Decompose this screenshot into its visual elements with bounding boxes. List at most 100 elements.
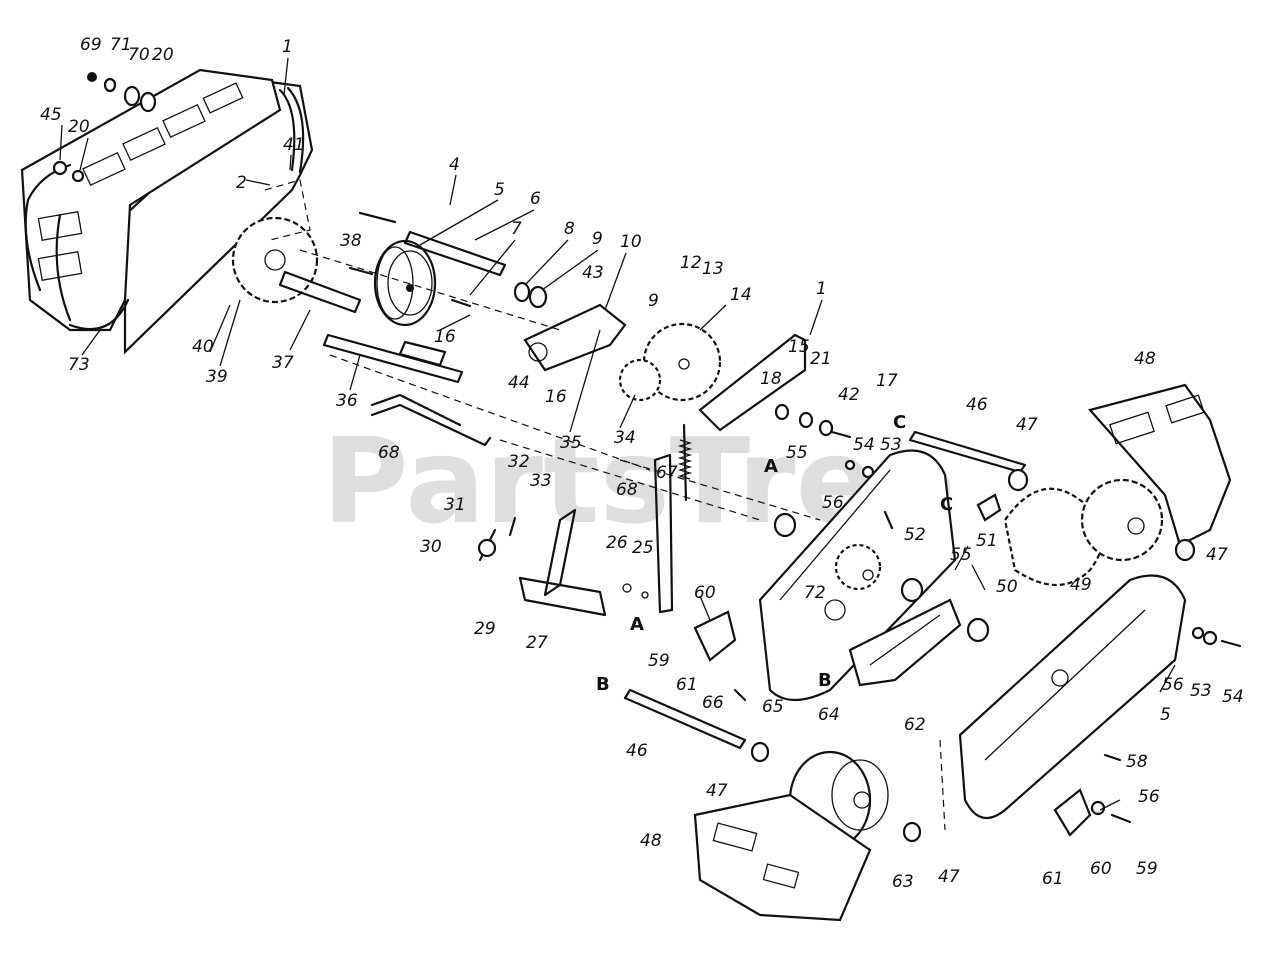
pin-4 xyxy=(358,211,397,224)
crank-68 xyxy=(370,393,492,447)
belt-housing-5 xyxy=(958,574,1187,820)
callout-56-right: 56 xyxy=(1162,675,1184,695)
alignment-lines xyxy=(299,249,946,831)
callout-44: 44 xyxy=(508,373,530,393)
callout-54-right: 54 xyxy=(1222,687,1244,707)
callout-31: 31 xyxy=(444,495,466,515)
callout-56-mid: 56 xyxy=(822,493,844,513)
callout-48-lower: 48 xyxy=(640,831,662,851)
callout-14: 14 xyxy=(730,285,752,305)
callout-7: 7 xyxy=(511,219,522,239)
callout-68-left: 68 xyxy=(378,443,400,463)
callout-48-upper: 48 xyxy=(1134,349,1156,369)
callout-66: 66 xyxy=(702,693,724,713)
shaft-16 xyxy=(398,340,447,367)
bearing-9 xyxy=(528,285,548,309)
callout-15: 15 xyxy=(788,337,810,357)
callout-63: 63 xyxy=(892,872,914,892)
callout-61-mid: 61 xyxy=(676,675,698,695)
callout-52: 52 xyxy=(904,525,926,545)
callout-46-upper: 46 xyxy=(966,395,988,415)
callout-51: 51 xyxy=(976,531,998,551)
callout-60-mid: 60 xyxy=(694,583,716,603)
callout-26: 26 xyxy=(606,533,628,553)
callout-17: 17 xyxy=(876,371,898,391)
callout-29: 29 xyxy=(474,619,496,639)
callout-2: 2 xyxy=(236,173,247,193)
callout-43: 43 xyxy=(582,263,604,283)
ref-letter-c-upper: C xyxy=(893,412,906,433)
callout-42: 42 xyxy=(838,385,860,405)
callout-41: 41 xyxy=(283,135,305,155)
callout-34: 34 xyxy=(614,428,636,448)
callout-47-lower-left: 47 xyxy=(706,781,728,801)
callout-49: 49 xyxy=(1070,575,1092,595)
callout-36: 36 xyxy=(336,391,358,411)
callout-6: 6 xyxy=(530,189,541,209)
callout-40: 40 xyxy=(192,337,214,357)
callout-18: 18 xyxy=(760,369,782,389)
callout-55-right: 55 xyxy=(950,545,972,565)
callout-13: 13 xyxy=(702,259,724,279)
callout-47-upper: 47 xyxy=(1016,415,1038,435)
callout-58: 58 xyxy=(1126,752,1148,772)
callout-39: 39 xyxy=(206,367,228,387)
callout-16-upper: 16 xyxy=(434,327,456,347)
bolt-38 xyxy=(348,266,374,276)
spring-67 xyxy=(677,423,693,502)
callout-1-mid: 1 xyxy=(816,279,827,299)
callout-62: 62 xyxy=(904,715,926,735)
ref-letter-a-lower: A xyxy=(630,614,644,635)
callout-33: 33 xyxy=(530,471,552,491)
callout-56-lower: 56 xyxy=(1138,787,1160,807)
leader-lines xyxy=(59,57,1176,811)
sprocket-34 xyxy=(618,358,662,402)
chain-sprocket-50 xyxy=(1003,478,1164,587)
callout-5-right: 5 xyxy=(1160,705,1171,725)
callout-54-top: 54 xyxy=(853,435,875,455)
tine-48-right xyxy=(1087,383,1232,547)
callout-73: 73 xyxy=(68,355,90,375)
lever-plate xyxy=(653,453,674,614)
callout-27: 27 xyxy=(526,633,548,653)
sprocket-40 xyxy=(231,179,319,304)
callout-55-mid: 55 xyxy=(786,443,808,463)
callout-70: 70 xyxy=(128,45,150,65)
callout-71: 71 xyxy=(110,35,132,55)
callout-9-top: 9 xyxy=(592,229,603,249)
callout-50: 50 xyxy=(996,577,1018,597)
callout-12: 12 xyxy=(680,253,702,273)
bearing-8 xyxy=(513,281,531,303)
callout-16-lower: 16 xyxy=(545,387,567,407)
callout-5: 5 xyxy=(494,180,505,200)
sprocket-72 xyxy=(834,543,882,591)
callout-47-lower: 47 xyxy=(938,867,960,887)
shaft-46-lower xyxy=(623,688,747,750)
callout-20-top: 20 xyxy=(152,45,174,65)
callout-30: 30 xyxy=(420,537,442,557)
left-tine-housing xyxy=(20,68,314,355)
callout-37: 37 xyxy=(272,353,294,373)
misc-hardware xyxy=(622,403,1196,843)
callout-61-lower: 61 xyxy=(1042,869,1064,889)
pulley-5 xyxy=(373,239,437,327)
ref-letter-c-right: C xyxy=(940,494,953,515)
callout-53-top: 53 xyxy=(880,435,902,455)
callout-67: 67 xyxy=(656,463,678,483)
bracket-1 xyxy=(698,333,807,432)
callout-21: 21 xyxy=(810,349,832,369)
callout-47-right: 47 xyxy=(1206,545,1228,565)
callout-64: 64 xyxy=(818,705,840,725)
tine-48-lower xyxy=(693,793,872,922)
ref-letter-b-left: B xyxy=(596,674,610,695)
callout-25: 25 xyxy=(632,538,654,558)
callout-9-mid: 9 xyxy=(648,291,659,311)
callout-20-left: 20 xyxy=(68,117,90,137)
callout-46-lower: 46 xyxy=(626,741,648,761)
shaft-37 xyxy=(278,270,362,314)
callout-68-mid: 68 xyxy=(616,480,638,500)
shaft-6 xyxy=(403,230,507,277)
spacer-7 xyxy=(450,298,472,308)
hardware-69-71-70-20 xyxy=(87,72,157,113)
